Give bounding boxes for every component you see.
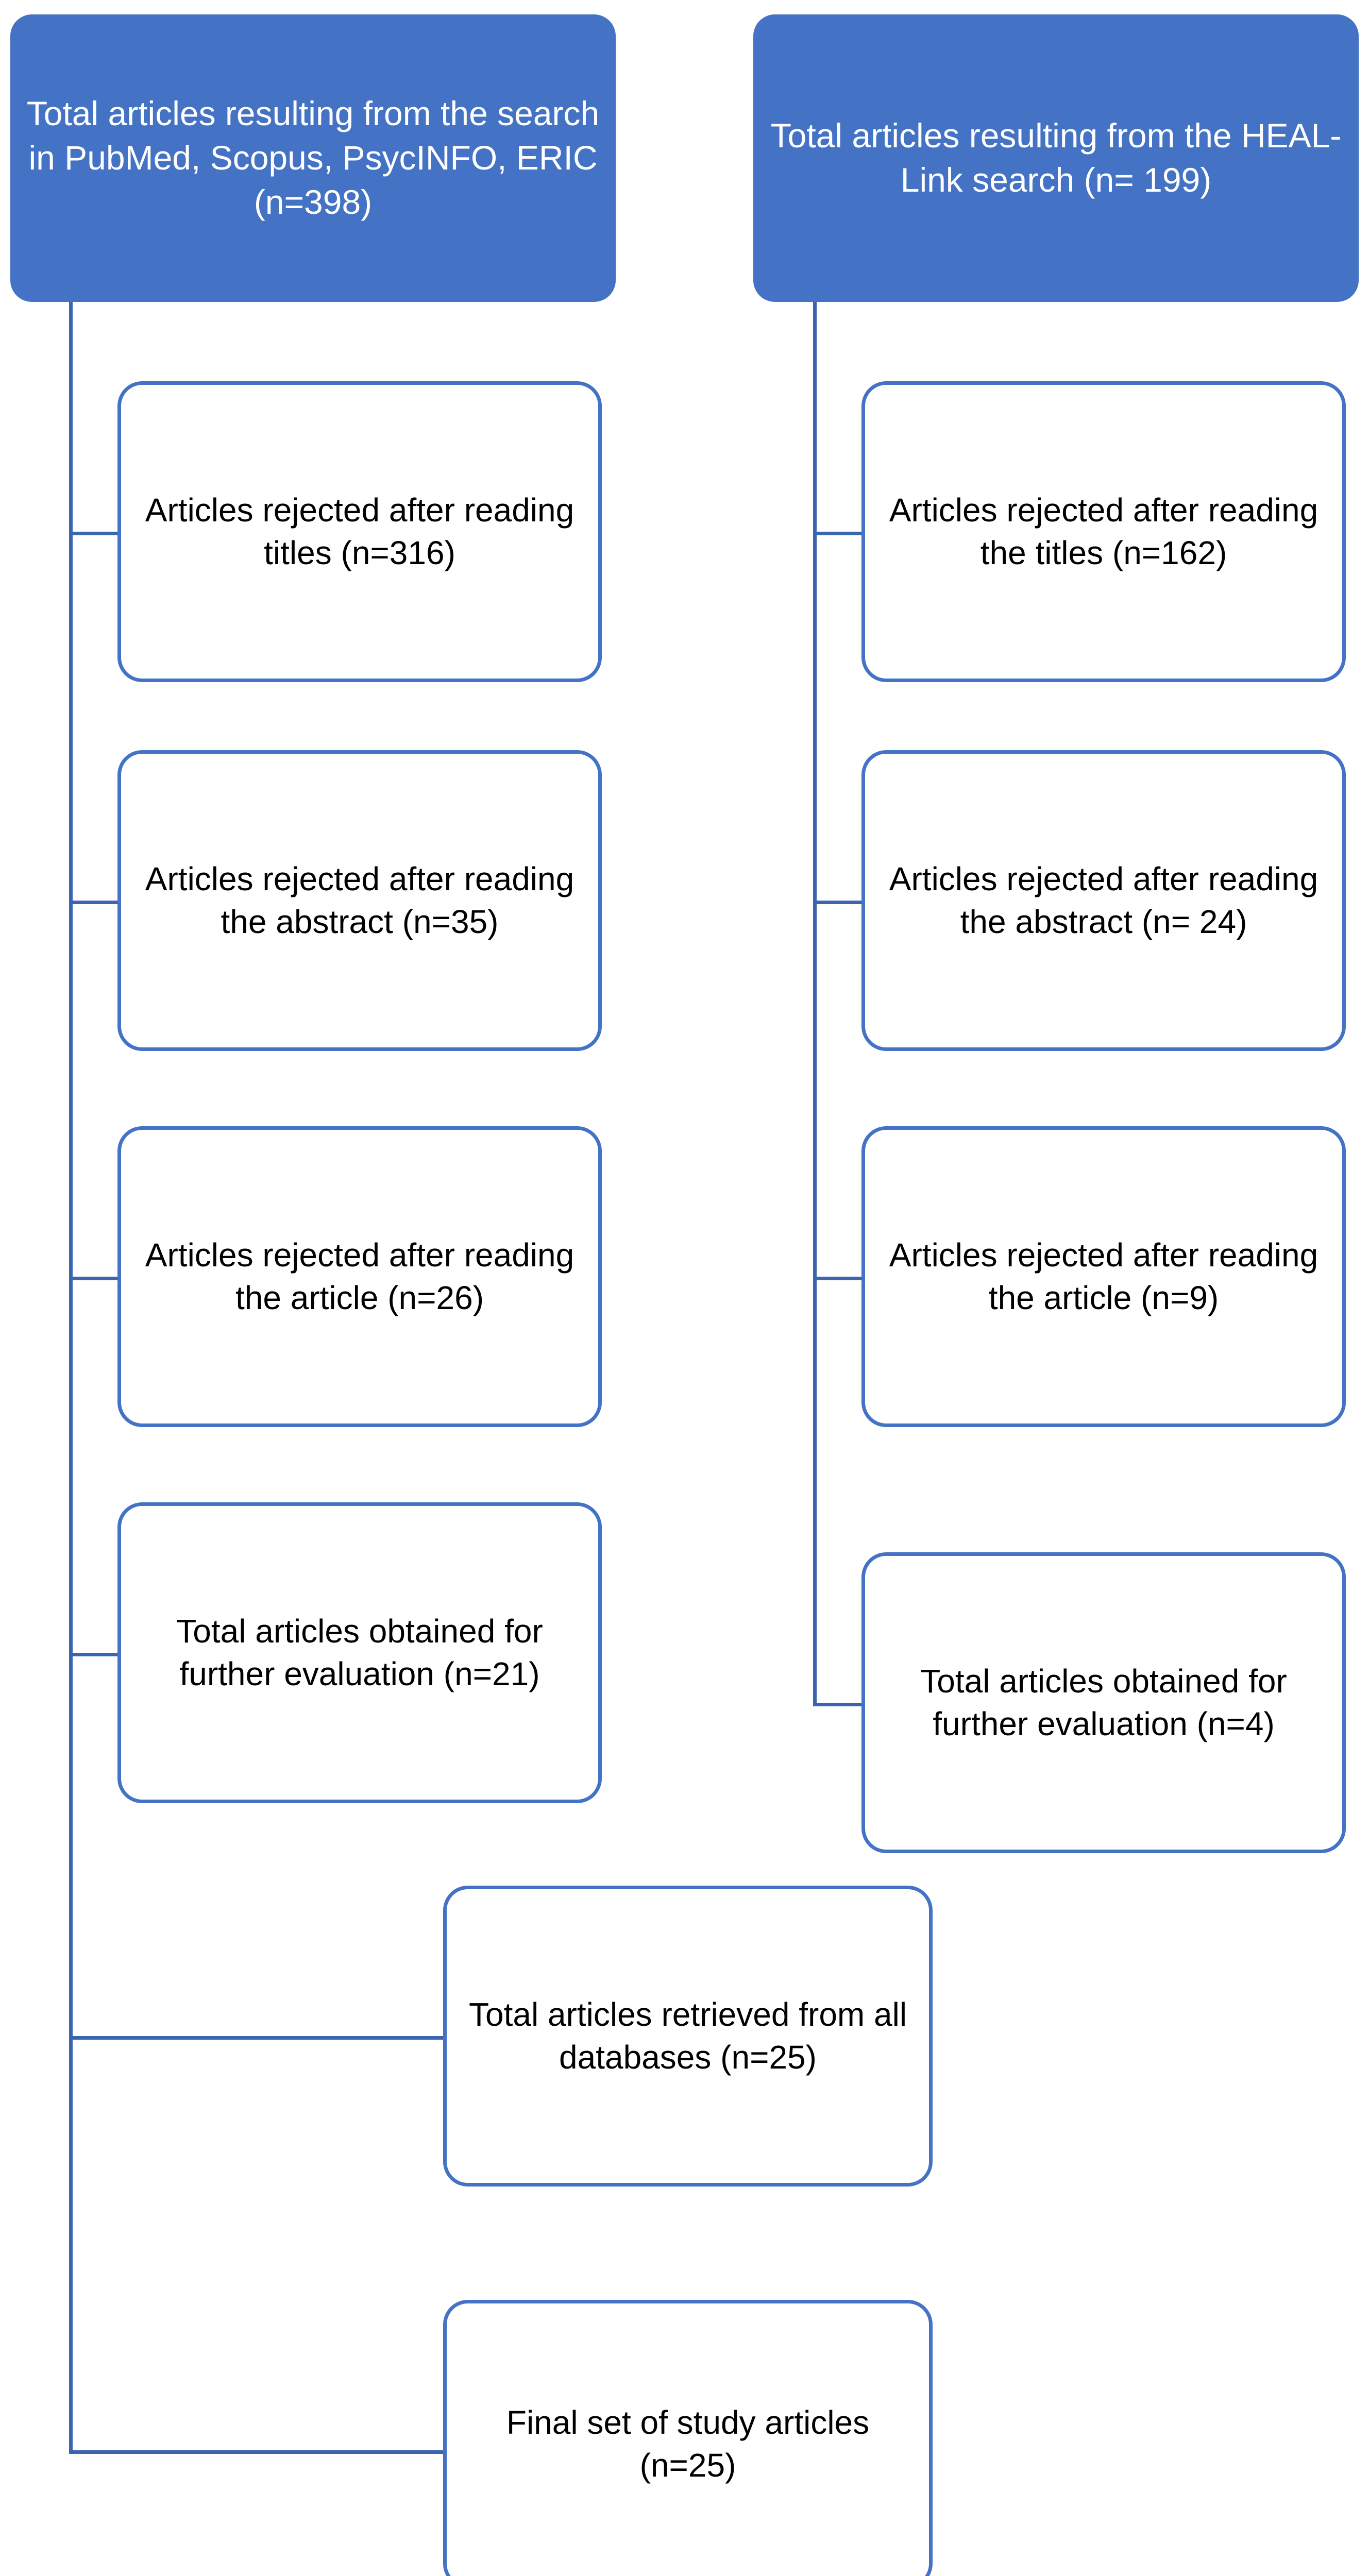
left-branch-3 [69,1277,121,1280]
right-header-label: Total articles resulting from the HEAL-L… [770,116,1342,199]
left-step-box-4[interactable]: Total articles obtained for further eval… [117,1502,602,1803]
left-branch-4 [69,1653,121,1656]
summary-label-retrieved: Total articles retrieved from all databa… [468,1995,907,2076]
summary-label-final: Final set of study articles (n=25) [506,2403,870,2484]
left-step-label-1: Articles rejected after reading titles (… [145,491,574,571]
right-step-box-1[interactable]: Articles rejected after reading the titl… [861,381,1346,682]
right-step-box-3[interactable]: Articles rejected after reading the arti… [861,1126,1346,1427]
right-step-label-1: Articles rejected after reading the titl… [889,491,1319,571]
left-step-label-2: Articles rejected after reading the abst… [145,860,574,940]
left-trunk-line [69,301,73,2454]
left-branch-1 [69,532,121,535]
right-branch-4 [813,1703,865,1706]
summary-box-final[interactable]: Final set of study articles (n=25) [443,2300,933,2576]
right-step-box-4[interactable]: Total articles obtained for further eval… [861,1552,1346,1853]
right-step-label-2: Articles rejected after reading the abst… [889,860,1319,940]
left-step-box-3[interactable]: Articles rejected after reading the arti… [117,1126,602,1427]
right-branch-1 [813,532,865,535]
left-step-box-1[interactable]: Articles rejected after reading titles (… [117,381,602,682]
left-header-label: Total articles resulting from the search… [26,94,600,221]
left-branch-summary-1 [69,2036,445,2040]
summary-box-retrieved[interactable]: Total articles retrieved from all databa… [443,1886,933,2187]
left-branch-2 [69,901,121,904]
left-branch-summary-2 [69,2450,445,2454]
right-branch-2 [813,901,865,904]
left-step-label-3: Articles rejected after reading the arti… [145,1236,574,1316]
left-header-box[interactable]: Total articles resulting from the search… [10,14,616,302]
right-branch-3 [813,1277,865,1280]
right-trunk-line [813,301,817,1706]
right-header-box[interactable]: Total articles resulting from the HEAL-L… [753,14,1359,302]
right-step-box-2[interactable]: Articles rejected after reading the abst… [861,750,1346,1051]
right-step-label-3: Articles rejected after reading the arti… [889,1236,1319,1316]
right-step-label-4: Total articles obtained for further eval… [920,1662,1287,1742]
left-step-label-4: Total articles obtained for further eval… [176,1612,543,1692]
left-step-box-2[interactable]: Articles rejected after reading the abst… [117,750,602,1051]
